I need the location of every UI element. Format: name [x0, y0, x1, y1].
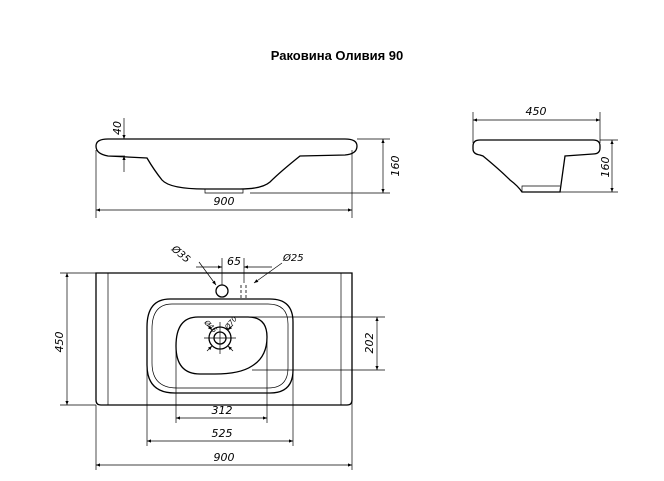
drawing-title: Раковина Оливия 90 — [271, 48, 404, 63]
front-thickness-label: 40 — [111, 121, 124, 135]
front-width-label: 900 — [214, 195, 235, 208]
top-slab-outline — [95, 272, 353, 406]
side-height-label: 160 — [599, 157, 612, 178]
overflow-dia-label: Ø25 — [282, 252, 304, 264]
side-sink-outline — [472, 139, 601, 193]
top-outer-bowl-inner-edge — [151, 303, 289, 389]
outer-bowl-width-label: 525 — [212, 427, 233, 440]
top-depth-label: 450 — [53, 332, 66, 353]
front-sink-outline — [95, 138, 358, 190]
tap-hole-dia-label: Ø35 — [168, 242, 192, 265]
top-view: Ø45 Ø70 Ø35 Ø25 65 450 202 — [53, 242, 385, 470]
side-view: 450 160 — [472, 105, 618, 193]
inner-depth-label: 202 — [363, 333, 376, 354]
front-drain — [204, 189, 244, 194]
side-depth-label: 450 — [526, 105, 547, 118]
top-width-label: 900 — [214, 451, 235, 464]
top-inner-basin — [175, 316, 268, 375]
top-outer-bowl — [146, 298, 294, 394]
front-height-label: 160 — [389, 156, 402, 177]
tap-hole — [215, 284, 229, 298]
inner-width-label: 312 — [212, 404, 233, 417]
front-view: 40 160 900 — [95, 118, 402, 218]
tap-offset-label: 65 — [227, 255, 241, 268]
